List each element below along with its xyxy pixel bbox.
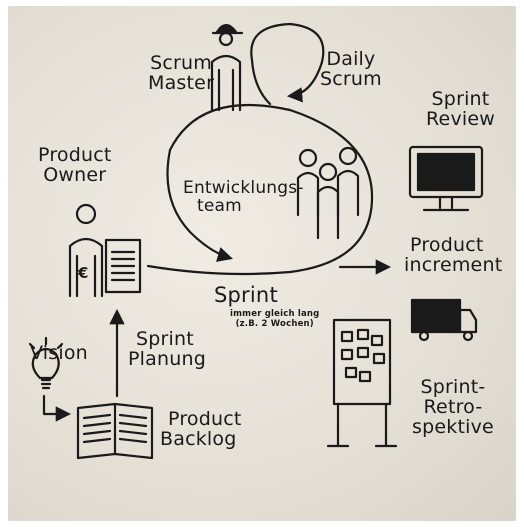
daily-scrum-label: Daily Scrum [320, 48, 382, 90]
scrum-master-label: Scrum Master [148, 52, 215, 94]
product-increment-label-line2: increment [404, 253, 503, 276]
monitor-icon [408, 145, 484, 212]
open-book-icon [76, 402, 154, 460]
product-backlog-label-line1: Product [168, 408, 242, 430]
sprint-note-line2: (z.B. 2 Wochen) [235, 318, 314, 329]
vision-arrow [42, 394, 72, 422]
sprint-retro-label-line1: Sprint- [420, 376, 486, 398]
vision-label: Vision [30, 342, 88, 364]
sprint-label: Sprint [214, 283, 278, 307]
sprint-review-label-line2: Review [426, 107, 495, 130]
sprint-planning-label-line2: Planung [128, 347, 206, 370]
group-icon [296, 146, 360, 240]
product-increment-label: Product increment [404, 234, 503, 276]
scrum-master-label-line2: Master [148, 71, 215, 94]
product-owner-label-line2: Owner [43, 163, 107, 186]
daily-scrum-label-line2: Scrum [320, 67, 382, 90]
product-backlog-label-line2: Backlog [160, 427, 237, 450]
document-icon [104, 238, 142, 294]
lightbulb-icon [28, 336, 64, 390]
sprint-review-label-line1: Sprint [431, 88, 490, 110]
sprint-retro-label-line3: spektive [412, 415, 494, 438]
sprint-cycle [146, 103, 374, 276]
dev-team-label-line2: team [197, 195, 242, 216]
sprint-review-label: Sprint Review [426, 88, 495, 130]
product-owner-icon [68, 203, 104, 298]
product-owner-label-line1: Product [38, 144, 112, 166]
sprint-retro-label: Sprint- Retro- spektive [412, 376, 494, 438]
sprint-retro-label-line2: Retro- [423, 395, 483, 418]
taskboard-icon [326, 318, 398, 448]
sprint-note: immer gleich lang (z.B. 2 Wochen) [230, 309, 320, 330]
daily-scrum-loop [250, 22, 325, 103]
product-backlog-label: Product Backlog [160, 408, 242, 450]
product-owner-label: Product Owner [38, 144, 112, 186]
daily-scrum-loop-tail [250, 58, 272, 106]
truck-icon [410, 298, 478, 342]
dev-team-label-line1: Entwicklungs- [183, 178, 304, 198]
euro-symbol: € [78, 264, 89, 282]
daily-scrum-label-line1: Daily [326, 48, 376, 70]
sprint-planning-label: Sprint Planung [128, 328, 206, 370]
product-increment-label-line1: Product [410, 234, 484, 256]
sprint-planning-label-line1: Sprint [136, 328, 194, 350]
sprint-note-line1: immer gleich lang [230, 309, 320, 319]
dev-team-label: Entwicklungs- team [183, 178, 304, 216]
scrum-master-label-line1: Scrum [150, 52, 212, 74]
scrum-master-icon [210, 23, 244, 112]
